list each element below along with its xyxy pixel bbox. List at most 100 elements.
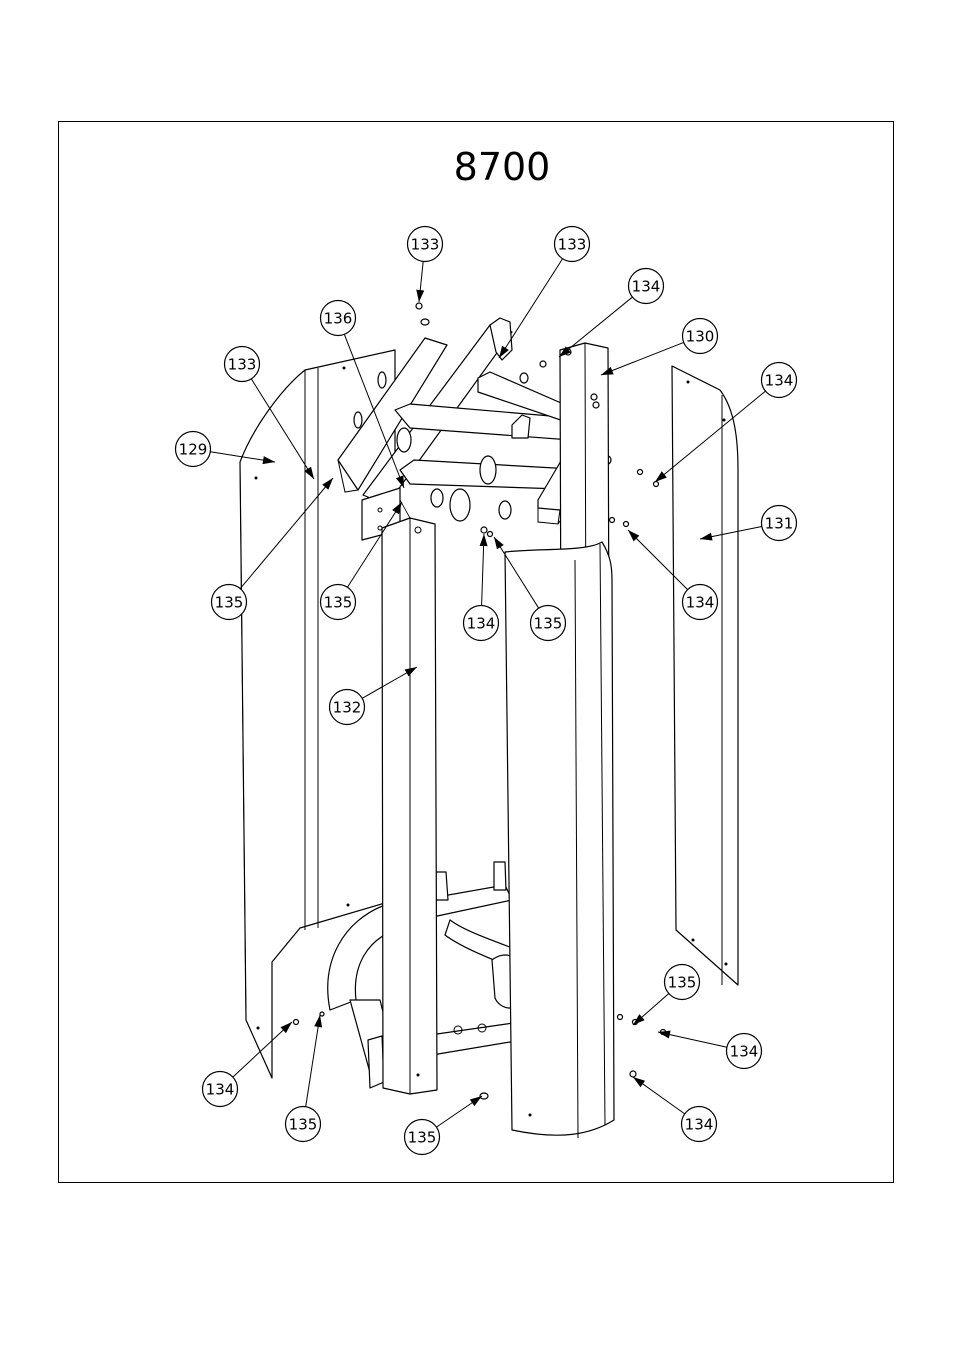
callout-bubble: 129 [174, 430, 212, 468]
callout-arrowhead [559, 346, 571, 357]
callout-label: 133 [558, 236, 587, 254]
callout-leader [347, 501, 403, 588]
callout-label: 135 [408, 1129, 437, 1147]
callout-arrowhead [416, 289, 425, 302]
callout-label: 134 [730, 1043, 759, 1061]
callout-bubble: 131 [760, 504, 798, 542]
callout-circle [760, 504, 798, 542]
callout-bubble: 134 [627, 267, 665, 305]
callout-arrowhead [499, 345, 509, 358]
drawing-frame [58, 121, 894, 1183]
callout-bubble: 134 [462, 604, 500, 642]
callout-arrowhead [655, 471, 667, 482]
callout-bubble: 135 [403, 1118, 441, 1156]
callout-circle [403, 1118, 441, 1156]
callout-circle [681, 583, 719, 621]
callout-leader [305, 1014, 321, 1107]
callout-arrowhead [280, 1022, 292, 1034]
callout-label: 129 [179, 441, 208, 459]
callout-arrowhead [304, 466, 314, 479]
callout-label: 134 [765, 372, 794, 390]
callout-bubble: 130 [681, 317, 719, 355]
callout-label: 134 [632, 278, 661, 296]
hardware [292, 302, 667, 1100]
callout-circle [663, 963, 701, 1001]
callout-circle [223, 345, 261, 383]
callout-bubble: 133 [553, 225, 591, 263]
callout-label: 135 [289, 1116, 318, 1134]
callout-leader [627, 529, 688, 590]
callout-circle [328, 688, 366, 726]
callout-label: 134 [686, 594, 715, 612]
callout-label: 131 [765, 515, 794, 533]
callout-bubble: 135 [319, 583, 357, 621]
callout-label: 130 [686, 328, 715, 346]
callout-label: 133 [411, 236, 440, 254]
callout-label: 134 [206, 1081, 235, 1099]
callout-circle [760, 361, 798, 399]
callout-circle [553, 225, 591, 263]
callout-circle [210, 583, 248, 621]
callout-arrowhead [404, 667, 417, 677]
callout-arrowhead [633, 1014, 645, 1025]
callout-label: 133 [228, 356, 257, 374]
callout-label: 136 [324, 310, 353, 328]
callout-arrowhead [479, 534, 488, 547]
callout-bubble: 134 [201, 1070, 239, 1108]
callout-leader [250, 378, 315, 480]
callout-bubble: 134 [725, 1032, 763, 1070]
callout-arrowhead [469, 1096, 482, 1107]
callout-leader [600, 341, 684, 376]
top-frame-assembly [337, 317, 612, 541]
left-shroud-panel [239, 349, 396, 1079]
callout-circle [201, 1070, 239, 1108]
callout-leader [493, 536, 540, 609]
callout-circle [174, 430, 212, 468]
callout-leader [232, 1021, 293, 1078]
callout-leader [239, 477, 334, 589]
drawing-title: 8700 [453, 145, 551, 189]
callout-leader [558, 296, 633, 358]
callout-leader [654, 390, 766, 483]
callout-bubble: 133 [223, 345, 261, 383]
callout-bubble: 134 [680, 1105, 718, 1143]
callout-bubble: 134 [681, 583, 719, 621]
callout-circle [627, 267, 665, 305]
callout-leader [343, 334, 405, 489]
callout-layer: 133 133 134 136 130 133 134 129 131 135 135 134 134 1… [174, 225, 798, 1156]
callout-circle [680, 1105, 718, 1143]
callout-arrowhead [658, 1030, 671, 1039]
callout-arrowhead [700, 532, 713, 541]
callout-label: 134 [685, 1116, 714, 1134]
callout-bubble: 135 [529, 604, 567, 642]
callout-arrowhead [262, 456, 275, 465]
callout-label: 134 [467, 615, 496, 633]
callout-circle [462, 604, 500, 642]
callout-bubble: 135 [284, 1105, 322, 1143]
callout-arrowhead [314, 1015, 323, 1028]
front-left-post [381, 499, 438, 1095]
callout-bubble: 135 [210, 583, 248, 621]
callout-arrowhead [395, 475, 404, 488]
right-shroud-panel [671, 365, 739, 986]
callout-leader [498, 258, 563, 359]
front-right-post [504, 541, 615, 1139]
callout-label: 135 [215, 594, 244, 612]
callout-label: 132 [333, 699, 362, 717]
callout-circle [681, 317, 719, 355]
callout-bubble: 133 [406, 225, 444, 263]
callout-label: 135 [324, 594, 353, 612]
callout-arrowhead [633, 1077, 646, 1088]
callout-arrowhead [601, 366, 614, 375]
callout-circle [284, 1105, 322, 1143]
callout-arrowhead [494, 537, 504, 550]
callout-label: 135 [668, 974, 697, 992]
callout-bubble: 132 [328, 688, 366, 726]
callout-arrowhead [392, 502, 402, 515]
callout-arrowhead [628, 530, 640, 542]
callout-circle [319, 299, 357, 337]
callout-bubble: 134 [760, 361, 798, 399]
callout-arrowhead [322, 478, 333, 490]
callout-circle [406, 225, 444, 263]
